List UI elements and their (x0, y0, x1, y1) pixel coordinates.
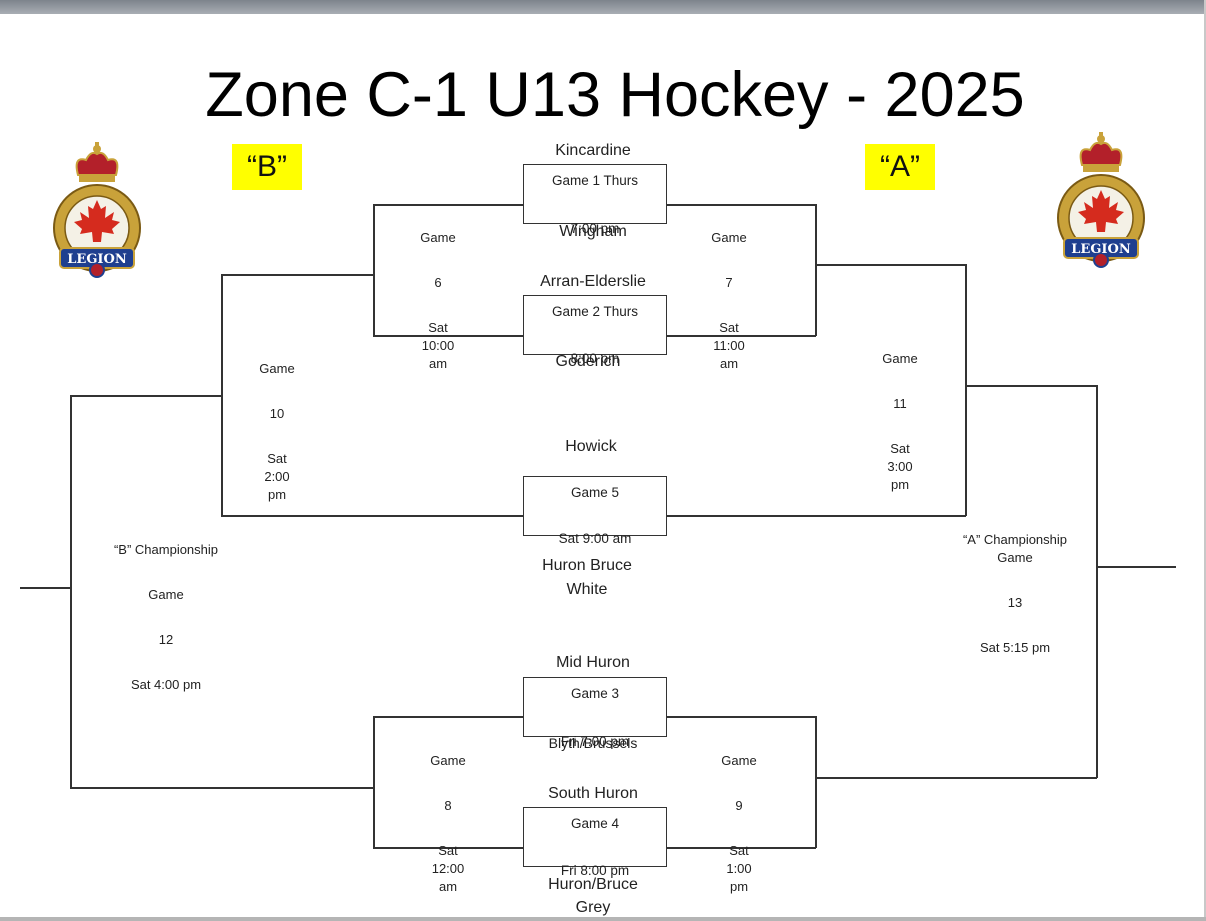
team-south-huron: South Huron (548, 785, 638, 802)
bracket-line (815, 716, 817, 848)
svg-text:LEGION: LEGION (67, 252, 127, 267)
maple-leaf-icon (1078, 190, 1124, 232)
game-5-box (523, 476, 667, 536)
bracket-line (70, 395, 72, 788)
svg-text:LEGION: LEGION (1071, 242, 1131, 257)
bracket-line (965, 385, 1097, 387)
game-2-box (523, 295, 667, 355)
game-3-time: Fri 7:00 pm (560, 734, 630, 749)
bracket-line (373, 716, 375, 848)
bracket-line (1096, 385, 1098, 778)
game-1-box (523, 164, 667, 224)
game-10-label: Game 10 Sat 2:00 pm (259, 361, 295, 502)
team-huron-bruce-white-line1: Huron Bruce (542, 557, 632, 574)
bracket-line (373, 716, 524, 718)
game-3-box (523, 677, 667, 737)
team-goderich: Goderich (555, 353, 621, 370)
bracket-line (666, 515, 966, 517)
bracket-line (666, 847, 816, 849)
game-13-a-championship-label: “A” Championship Game 13 Sat 5:15 pm (962, 532, 1068, 655)
bracket-line (20, 587, 71, 589)
team-wingham: Wingham (559, 223, 627, 240)
bracket-line (373, 335, 524, 337)
bracket-line (373, 847, 524, 849)
b-bracket-badge: “B” (232, 144, 302, 190)
bracket-line (815, 204, 817, 336)
game-4-time: Fri 8:00 pm (560, 863, 630, 878)
team-howick: Howick (565, 438, 617, 455)
game-5-label: Game 5 (570, 485, 620, 500)
game-12-b-championship-label: “B” Championship Game 12 Sat 4:00 pm (113, 542, 219, 692)
crown-icon (75, 142, 119, 182)
team-kincardine: Kincardine (555, 142, 631, 159)
bracket-line (70, 787, 374, 789)
game-9-label: Game 9 Sat 1:00 pm (721, 753, 757, 894)
bracket-line (666, 335, 816, 337)
bracket-line (666, 716, 816, 718)
game-11-label: Game 11 Sat 3:00 pm (882, 351, 918, 492)
bracket-line (666, 204, 816, 206)
team-huron-bruce-grey-line2: Grey (575, 899, 611, 916)
team-arran-elderslie: Arran-Elderslie (540, 273, 646, 290)
team-blyth-brussels: Blyth/Brussels (548, 735, 638, 751)
bracket-line (373, 204, 375, 336)
bracket-line (965, 264, 967, 516)
game-2-label: Game 2 Thurs (551, 304, 639, 319)
bracket-line (815, 777, 1097, 779)
game-1-time: 7:00 pm (570, 221, 620, 236)
bracket-line (815, 264, 966, 266)
bracket-line (70, 395, 222, 397)
game-5-time: Sat 9:00 am (558, 531, 632, 546)
team-huron-bruce-white-line2: White (566, 581, 608, 598)
game-4-label: Game 4 (570, 816, 620, 831)
window-top-bar (0, 0, 1206, 14)
bracket-line (373, 204, 524, 206)
game-1-label: Game 1 Thurs (551, 173, 639, 188)
page-title: Zone C-1 U13 Hockey - 2025 (205, 60, 1025, 130)
game-7-label: Game 7 Sat 11:00 am (711, 230, 747, 371)
game-4-box (523, 807, 667, 867)
crown-icon (1079, 132, 1123, 172)
legion-crest-icon: LEGION (53, 142, 141, 278)
maple-leaf-icon (74, 200, 120, 242)
bracket-line (221, 274, 374, 276)
team-mid-huron: Mid Huron (556, 654, 630, 671)
a-bracket-badge: “A” (865, 144, 935, 190)
bracket-line (1096, 566, 1176, 568)
game-6-label: Game 6 Sat 10:00 am (420, 230, 456, 371)
team-huron-bruce-grey-line1: Huron/Bruce (548, 876, 638, 893)
game-3-label: Game 3 (570, 686, 620, 701)
legion-crest-icon: LEGION (1057, 132, 1145, 268)
page-bottom-edge (0, 917, 1206, 921)
page-right-edge (1204, 0, 1206, 921)
game-2-time: 8:00 pm (570, 351, 620, 366)
game-8-label: Game 8 Sat 12:00 am (430, 753, 466, 894)
bracket-line (221, 515, 524, 517)
